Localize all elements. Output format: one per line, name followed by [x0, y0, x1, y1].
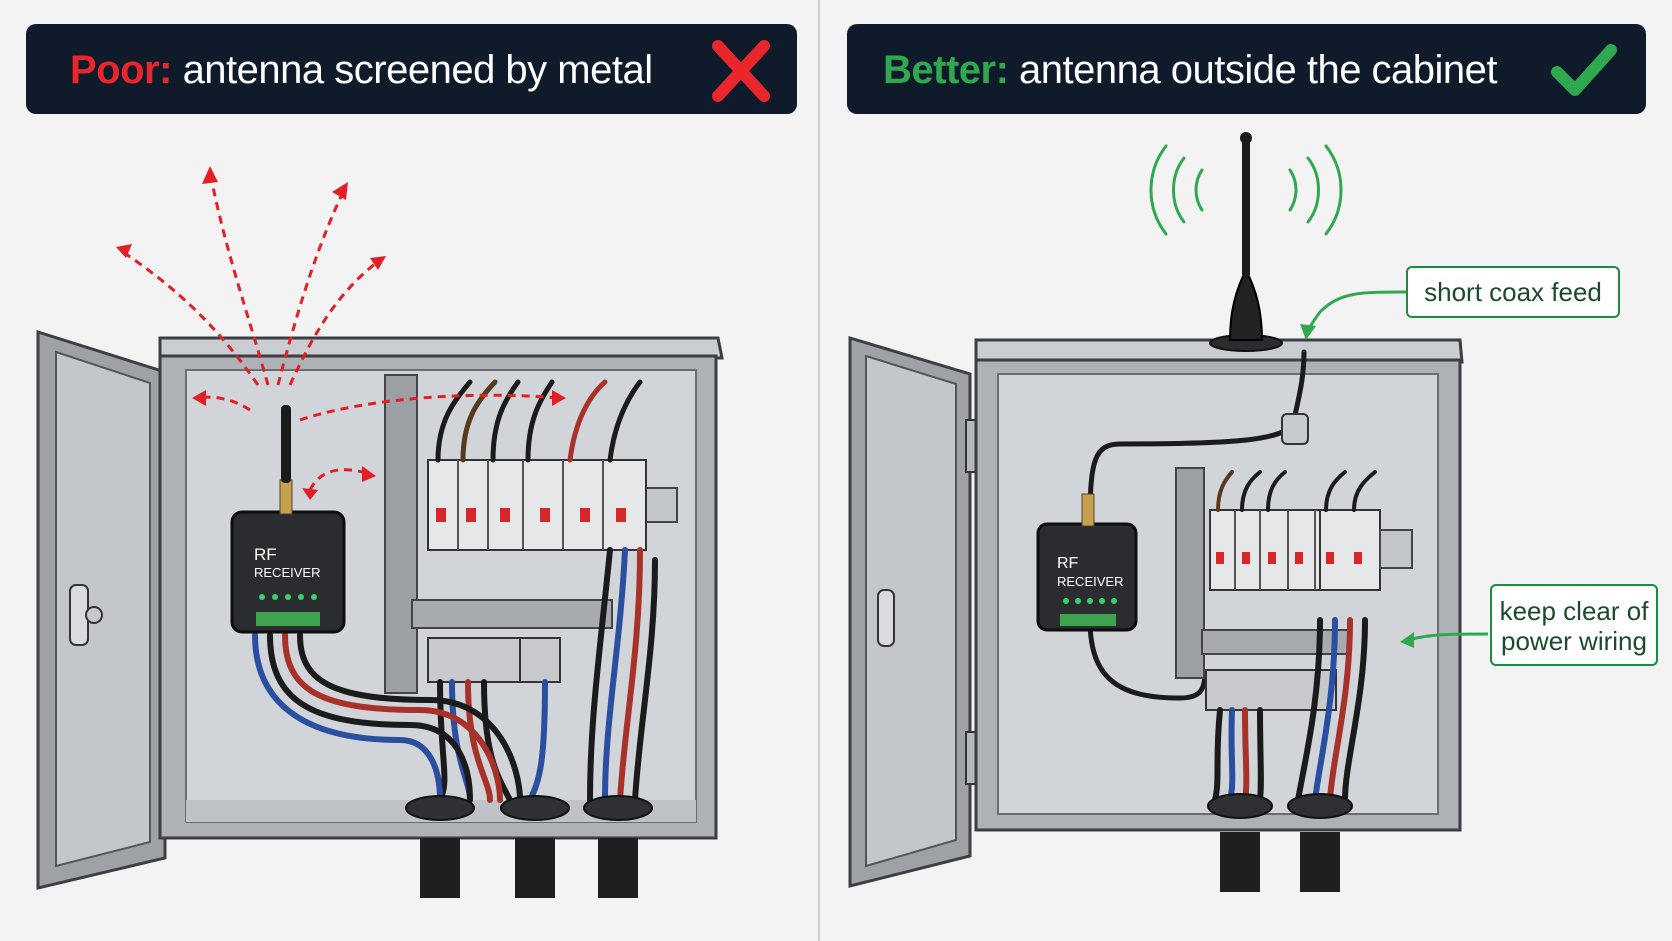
- arrow-heads: [116, 166, 566, 500]
- door-latch: [877, 589, 895, 647]
- coax-callout-text: short coax feed: [1424, 277, 1602, 307]
- signal-waves: [1149, 144, 1343, 236]
- better-cabinet-illustration: [848, 132, 1489, 892]
- cabinet-door: [36, 329, 173, 890]
- receiver-label-line1: RF: [1057, 555, 1079, 572]
- mount-rail: [384, 374, 418, 694]
- better-banner-title: Better: antenna outside the cabinet: [883, 48, 1498, 93]
- blocked-signal-arrows: [119, 171, 561, 491]
- wiring-callout: keep clear of power wiring: [1490, 584, 1658, 666]
- receiver-label-line2: RECEIVER: [254, 565, 321, 580]
- better-label: Better:: [883, 48, 1009, 92]
- poor-banner-title: Poor: antenna screened by metal: [70, 48, 653, 93]
- better-description: antenna outside the cabinet: [1019, 48, 1498, 92]
- poor-banner: Poor: antenna screened by metal: [26, 24, 797, 114]
- antenna: [281, 405, 291, 483]
- circuit-breakers: [1209, 509, 1413, 591]
- poor-description: antenna screened by metal: [182, 48, 654, 92]
- coax-cable: [1087, 349, 1307, 701]
- poor-label: Poor:: [70, 48, 172, 92]
- mount-rail: [1175, 467, 1205, 679]
- external-antenna: [1209, 132, 1283, 352]
- coax-callout: short coax feed: [1406, 266, 1620, 318]
- cabinet-door: [848, 335, 979, 888]
- rf-receiver: [230, 405, 346, 634]
- breaker-wires-top: [1216, 470, 1377, 512]
- better-panel: Better: antenna outside the cabinet: [820, 0, 1672, 941]
- poor-panel: Poor: antenna screened by metal: [0, 0, 818, 941]
- power-cables: [252, 547, 658, 803]
- cable-glands: [1207, 793, 1353, 892]
- din-rail: [1379, 529, 1413, 569]
- panel-divider: [818, 0, 820, 941]
- rf-receiver: [1036, 493, 1138, 632]
- breaker-wires-top: [435, 379, 643, 463]
- cable-glands: [405, 795, 653, 898]
- wiring-callout-line1: keep clear of: [1499, 596, 1649, 626]
- better-banner: Better: antenna outside the cabinet: [847, 24, 1646, 114]
- poor-cabinet-illustration: [36, 166, 724, 898]
- terminal-blocks: [427, 637, 561, 683]
- check-icon: [1551, 44, 1617, 96]
- circuit-breakers: [427, 459, 647, 551]
- wiring-callout-line2: power wiring: [1501, 626, 1647, 656]
- cross-icon: [712, 40, 770, 102]
- receiver-label-line1: RF: [254, 545, 277, 564]
- coax-connector: [1281, 413, 1309, 445]
- receiver-label-line2: RECEIVER: [1057, 574, 1124, 589]
